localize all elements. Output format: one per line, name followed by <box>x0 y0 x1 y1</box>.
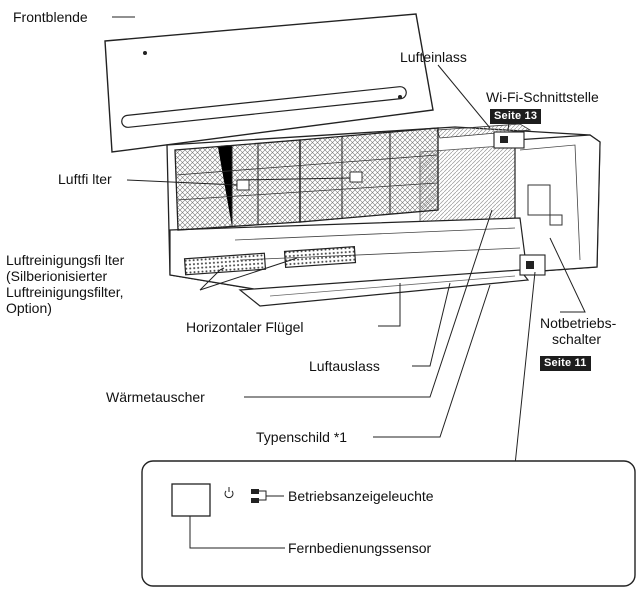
air-purifying-filter <box>183 245 357 276</box>
air-filter <box>174 127 439 231</box>
wifi-page-reference: Seite 13 <box>490 109 542 124</box>
indicator-led-icon <box>251 489 271 503</box>
label-betriebsanzeigeleuchte: Betriebsanzeigeleuchte <box>288 488 434 504</box>
label-luftfilter: Luftfi lter <box>58 171 112 187</box>
label-horizontaler-fluegel: Horizontaler Flügel <box>186 319 304 335</box>
label-typenschild: Typenschild *1 <box>256 429 348 445</box>
label-luftreinigungsfilter-line-4: Option) <box>6 300 52 316</box>
label-luftreinigungsfilter: Luftreinigungsfi lter (Silberionisierter… <box>6 252 176 316</box>
display-inset <box>141 460 636 587</box>
label-notbetriebsschalter-line-2: schalter <box>552 331 602 347</box>
front-panel <box>104 13 434 153</box>
label-notbetriebsschalter-line-1: Notbetriebs- <box>540 315 617 331</box>
label-notbetriebsschalter: Notbetriebs- schalter <box>540 315 640 347</box>
leader-lines <box>112 16 586 466</box>
label-wifi-interface: Wi-Fi-Schnittstelle <box>486 89 599 105</box>
label-frontblende: Frontblende <box>13 9 88 25</box>
label-luftreinigungsfilter-line-3: Luftreinigungsfilter, <box>6 284 124 300</box>
label-waermetauscher: Wärmetauscher <box>106 389 205 405</box>
power-symbol-icon <box>224 487 234 499</box>
label-luftreinigungsfilter-line-2: (Silberionisierter <box>6 268 108 284</box>
notbetrieb-page-reference: Seite 11 <box>540 356 591 371</box>
label-lufteinlass: Lufteinlass <box>400 49 467 65</box>
label-luftauslass: Luftauslass <box>309 358 380 374</box>
label-luftreinigungsfilter-line-1: Luftreinigungsfi lter <box>6 252 125 268</box>
label-fernbedienungssensor: Fernbedienungssensor <box>288 540 432 556</box>
